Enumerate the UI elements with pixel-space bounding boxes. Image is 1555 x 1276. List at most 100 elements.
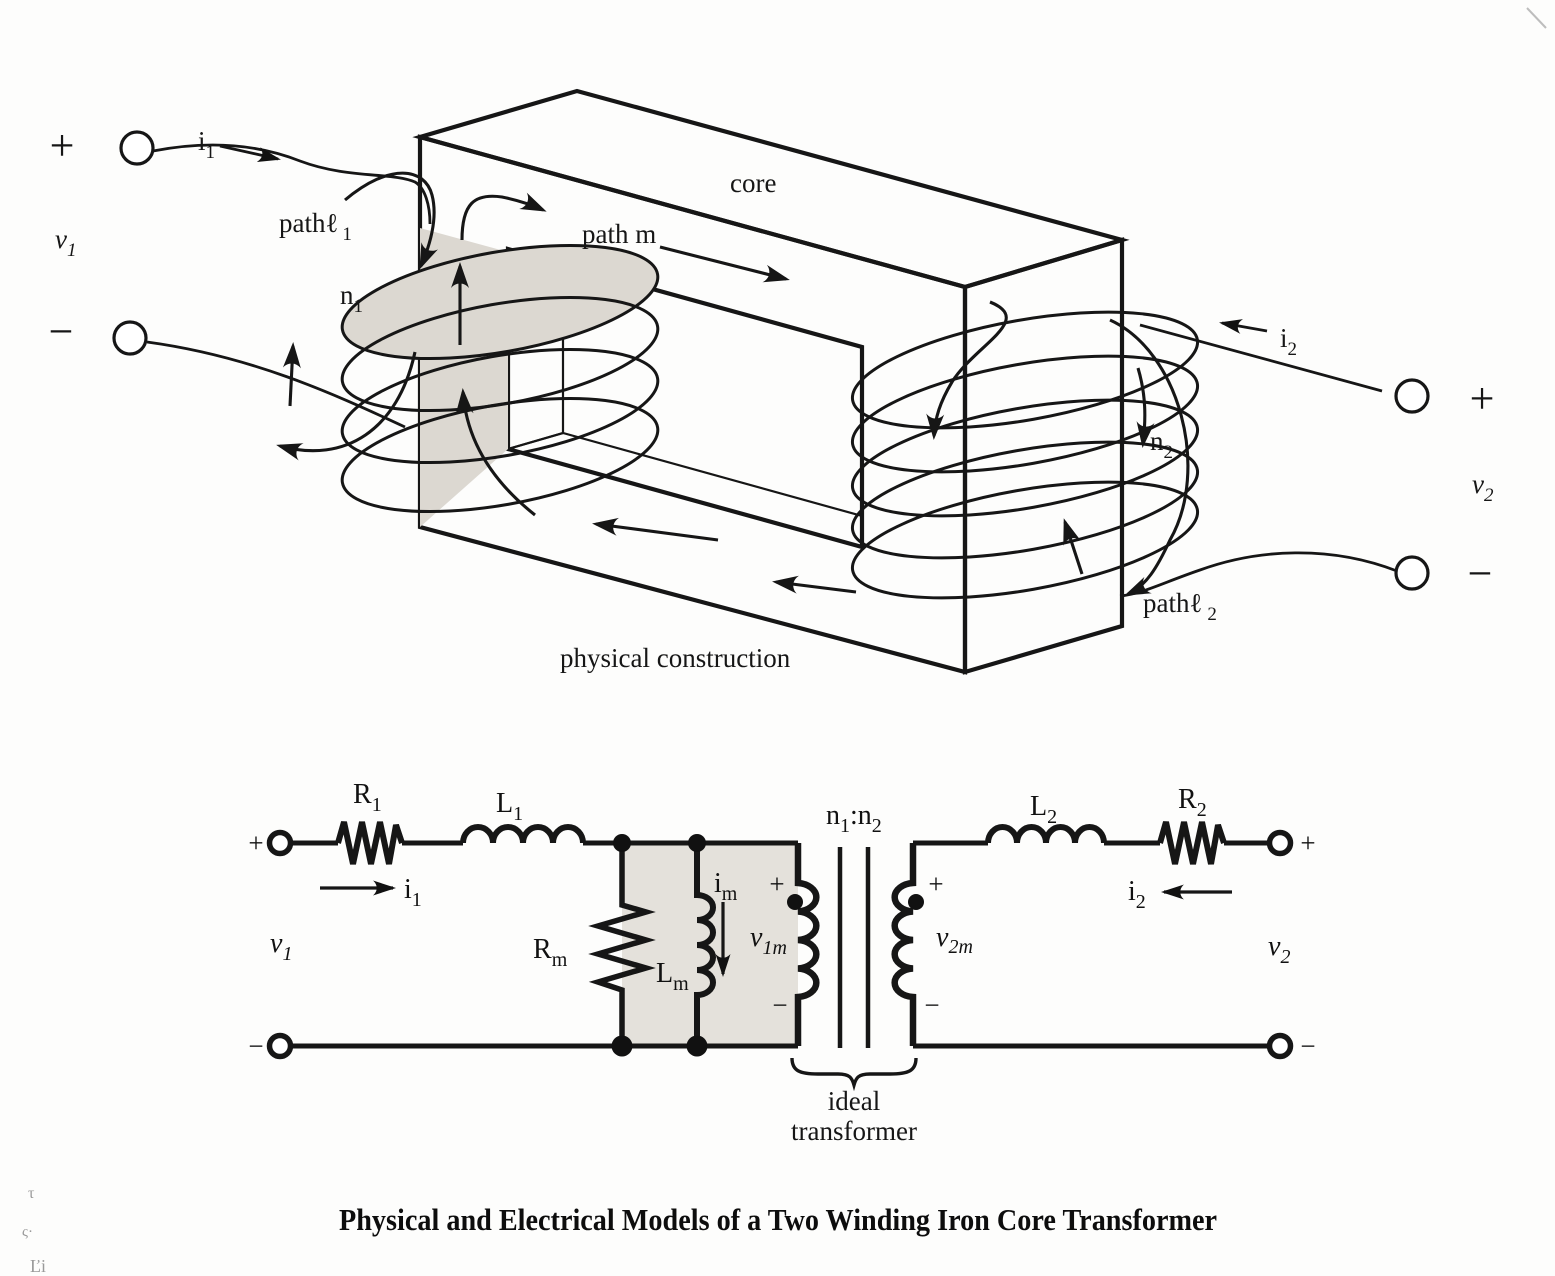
Lm-label: Lm bbox=[656, 958, 689, 995]
path-m-label: path m bbox=[582, 219, 656, 249]
circuit-current-arrows bbox=[320, 880, 1232, 977]
i2-label: i2 bbox=[1280, 323, 1297, 360]
circuit-plus-right: + bbox=[1300, 828, 1315, 858]
i2-circuit-label: i2 bbox=[1128, 876, 1146, 913]
lead-bottom-left bbox=[146, 340, 406, 429]
terminal-top-left bbox=[119, 130, 155, 166]
plus-sign-right: + bbox=[1470, 374, 1495, 423]
circuit-minus-right: − bbox=[1300, 1031, 1315, 1061]
Rm-label: Rm bbox=[533, 934, 568, 971]
v1-circuit-label: v1 bbox=[270, 928, 292, 965]
ideal-secondary-coil bbox=[891, 843, 917, 1046]
circuit-wires bbox=[291, 821, 1269, 1049]
i1-circuit-label: i1 bbox=[404, 874, 422, 911]
polarity-dot-secondary bbox=[908, 894, 924, 910]
margin-mark: Ľi bbox=[30, 1256, 46, 1276]
circuit-model-figure: R1 L1 i1 v1 Rm Lm im + v1m − n1:n2 + v2m… bbox=[248, 779, 1315, 1146]
flux-arrow-right-leg-top bbox=[926, 300, 1008, 440]
flux-arrow-path-l1 bbox=[344, 171, 438, 270]
junction-dots bbox=[611, 834, 924, 1057]
primary-turn bbox=[340, 347, 660, 465]
flux-arrows bbox=[276, 171, 1190, 596]
R1-label: R1 bbox=[353, 779, 382, 816]
n1-label: n1 bbox=[340, 280, 363, 317]
resistor-R2 bbox=[1157, 821, 1227, 865]
magnetizing-branch-shading bbox=[622, 843, 798, 1046]
turns-ratio-label: n1:n2 bbox=[826, 800, 882, 837]
terminal-bottom-left bbox=[112, 320, 148, 356]
lead-bottom-right bbox=[1119, 551, 1398, 598]
L1-label: L1 bbox=[496, 788, 523, 825]
R2-label: R2 bbox=[1178, 784, 1207, 821]
circuit-terminals bbox=[266, 829, 1294, 1060]
circuit-minus-left: − bbox=[248, 1031, 263, 1061]
minus-sign-right: − bbox=[1468, 549, 1493, 598]
flux-arrow-path-m bbox=[659, 245, 790, 283]
terminal-plus-right bbox=[1266, 829, 1294, 857]
v2-label: v2 bbox=[1472, 469, 1494, 506]
node-dot bbox=[688, 834, 706, 852]
plus-sign-left: + bbox=[50, 121, 75, 170]
polarity-dot-primary bbox=[787, 894, 803, 910]
resistor-Rm-branch bbox=[588, 843, 656, 1046]
ideal-transformer-label-line2: transformer bbox=[791, 1116, 917, 1146]
terminal-plus-left bbox=[266, 829, 294, 857]
lead-top-right bbox=[1139, 323, 1383, 393]
terminals-physical bbox=[112, 130, 1430, 591]
winding-leads bbox=[146, 143, 1398, 598]
v1m-plus: + bbox=[769, 869, 784, 899]
i1-label: i1 bbox=[198, 126, 215, 163]
window-inner-bottom-wall bbox=[503, 431, 864, 549]
primary-winding bbox=[340, 243, 660, 514]
figure-caption: Physical and Electrical Models of a Two … bbox=[339, 1202, 1217, 1237]
inductor-L1 bbox=[460, 824, 586, 844]
inductor-L2 bbox=[985, 824, 1107, 844]
flux-arrow-outside-left bbox=[282, 342, 301, 407]
secondary-turn bbox=[850, 354, 1200, 474]
margin-mark: ς· bbox=[22, 1224, 33, 1240]
physical-construction-caption: physical construction bbox=[560, 643, 791, 673]
v1m-minus: − bbox=[772, 990, 787, 1020]
n2-label: n2 bbox=[1150, 426, 1173, 463]
ideal-primary-coil bbox=[794, 843, 820, 1046]
terminal-minus-left bbox=[266, 1032, 294, 1060]
flux-arrow-right-coil-up bbox=[1063, 518, 1084, 575]
circuit-plus-left: + bbox=[248, 828, 263, 858]
minus-sign-left: − bbox=[49, 307, 74, 356]
v2m-plus: + bbox=[928, 869, 943, 899]
primary-turn bbox=[340, 243, 660, 361]
flux-arrow-left-leg-lower bbox=[455, 388, 536, 517]
im-label: im bbox=[714, 868, 738, 905]
v1-label: v1 bbox=[55, 224, 76, 261]
L2-label: L2 bbox=[1030, 791, 1057, 828]
secondary-turn bbox=[850, 440, 1200, 560]
node-dot bbox=[686, 1035, 708, 1057]
flux-arrow-top-hook bbox=[460, 192, 547, 241]
flux-arrow-right-coil-down bbox=[1136, 367, 1155, 448]
v2m-minus: − bbox=[924, 990, 939, 1020]
v2-circuit-label: v2 bbox=[1268, 931, 1290, 968]
ideal-transformer-label-line1: ideal bbox=[828, 1086, 880, 1116]
flux-arrow-bottom-limb-1 bbox=[592, 517, 719, 542]
secondary-winding bbox=[850, 310, 1200, 600]
secondary-turn bbox=[850, 398, 1200, 518]
terminal-bottom-right bbox=[1394, 555, 1430, 591]
node-dot bbox=[613, 834, 631, 852]
primary-turn bbox=[340, 396, 660, 514]
resistor-R1 bbox=[335, 821, 405, 865]
terminal-minus-right bbox=[1266, 1032, 1294, 1060]
v2m-label: v2m bbox=[936, 922, 973, 958]
corner-scratch bbox=[1526, 7, 1547, 29]
flux-arrow-leakage-curl-left bbox=[276, 351, 417, 461]
margin-mark: τ bbox=[28, 1185, 35, 1202]
scan-artifacts: τ ς· Ľi bbox=[22, 7, 1547, 1276]
terminal-top-right bbox=[1394, 378, 1430, 414]
core-label: core bbox=[730, 168, 776, 198]
current-arrow-i2 bbox=[1219, 319, 1268, 334]
flux-arrow-bottom-limb-2 bbox=[772, 575, 857, 594]
